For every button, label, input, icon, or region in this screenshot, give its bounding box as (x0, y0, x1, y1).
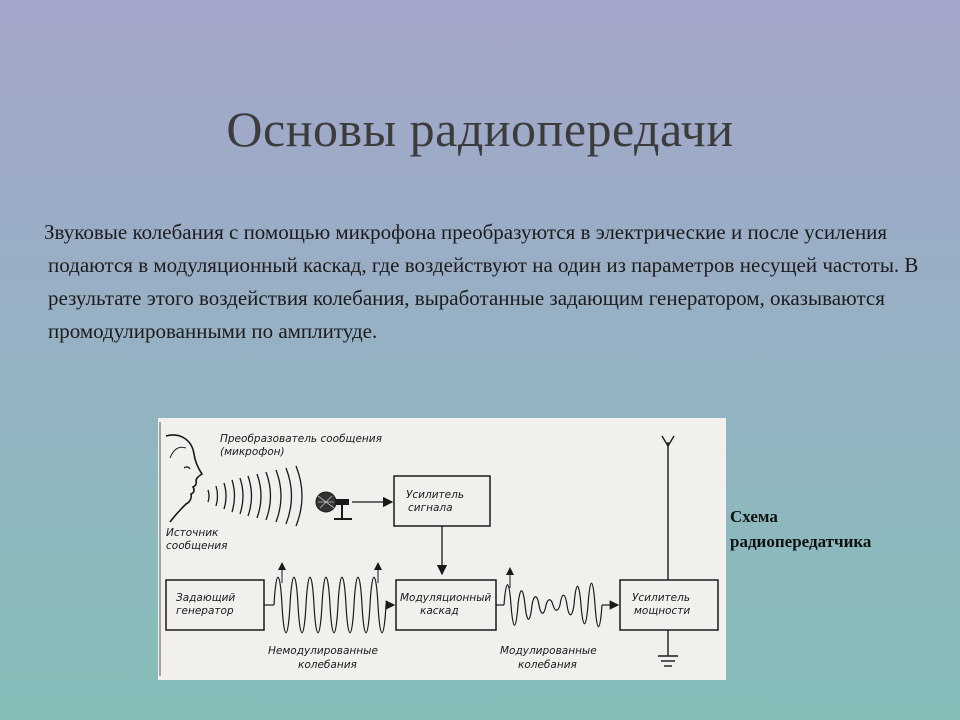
power-amplifier-block (619, 579, 719, 631)
eye-mark (183, 466, 191, 470)
mod-label: Модуляционный (400, 592, 491, 604)
face-profile-icon (165, 434, 204, 523)
source-label: Источник (166, 527, 219, 539)
mod-sublabel: каскад (420, 605, 459, 617)
unmodulated-wave (273, 576, 387, 634)
source-sublabel: сообщения (166, 540, 227, 552)
slide-title: Основы радиопередачи (226, 101, 734, 157)
transducer-sublabel: (микрофон) (220, 446, 285, 458)
amp-power-sublabel: мощности (634, 605, 690, 617)
modulated-sublabel: колебания (518, 659, 577, 671)
amp-power-label: Усилитель (632, 592, 690, 604)
signal-amplifier-block (393, 475, 491, 527)
sound-waves-icon (207, 465, 303, 527)
modulated-label: Модулированные (500, 645, 597, 657)
unmodulated-label: Немодулированные (268, 645, 378, 657)
osc-label: Задающий (176, 592, 235, 604)
caption-line-2: радиопередатчика (730, 532, 872, 551)
transmitter-diagram: Преобразователь сообщения (микрофон) Ист… (158, 418, 726, 680)
unmodulated-sublabel: колебания (298, 659, 357, 671)
antenna-icon (661, 435, 675, 580)
hair-line (169, 446, 187, 459)
microphone-icon (315, 491, 352, 520)
modulated-wave (503, 582, 603, 628)
osc-sublabel: генератор (176, 605, 234, 617)
amp-signal-sublabel: сигнала (408, 502, 453, 514)
body-text: Звуковые колебания с помощью микрофона п… (44, 216, 924, 348)
ground-icon (658, 630, 678, 667)
body-paragraph: Звуковые колебания с помощью микрофона п… (44, 220, 919, 343)
caption-line-1: Схема (730, 507, 778, 526)
diagram-caption: Схема радиопередатчика (730, 504, 940, 554)
transducer-label: Преобразователь сообщения (220, 433, 382, 445)
amp-signal-label: Усилитель (406, 489, 464, 501)
